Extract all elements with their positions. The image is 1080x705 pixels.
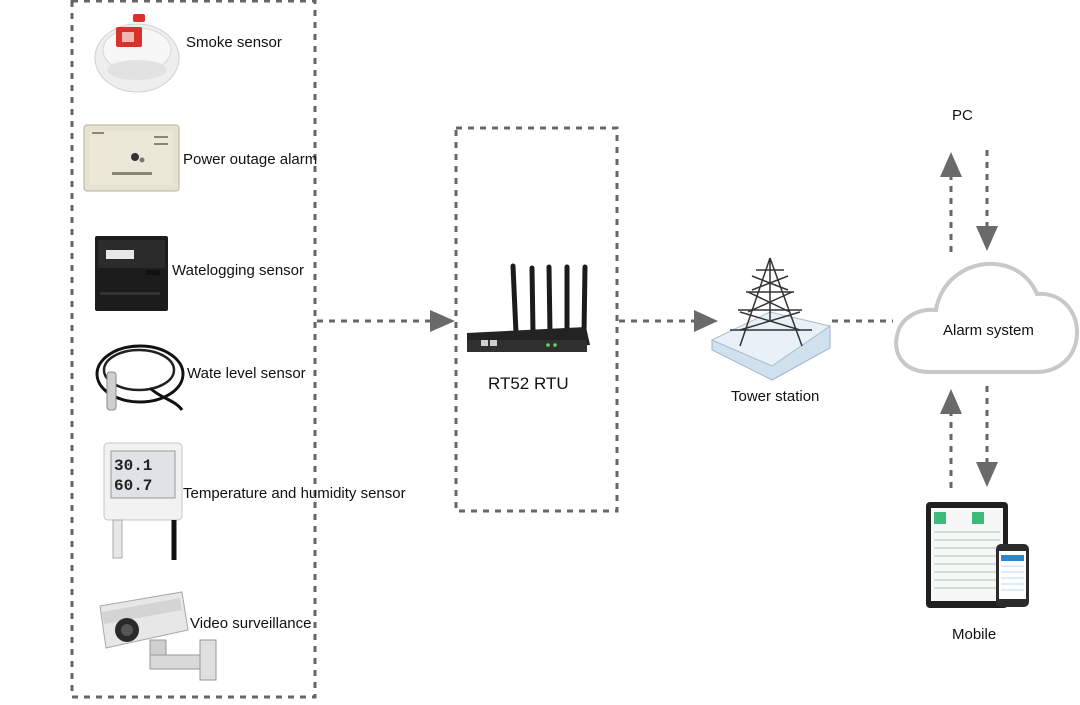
cloud-icon bbox=[894, 261, 1080, 374]
mobile-to-cloud-arrow bbox=[940, 389, 962, 488]
water-level-sensor-icon bbox=[95, 344, 185, 411]
smoke-sensor-icon bbox=[94, 14, 180, 93]
tower-station-label: Tower station bbox=[731, 388, 820, 405]
pc-to-cloud-arrow bbox=[976, 150, 998, 251]
temperature-humidity-sensor-icon: 30.1 60.7 bbox=[103, 442, 183, 560]
water-level-sensor-label: Wate level sensor bbox=[187, 365, 306, 382]
rtu-group-box bbox=[454, 126, 619, 513]
mobile-label: Mobile bbox=[952, 626, 997, 643]
rtu-label: RT52 RTU bbox=[488, 374, 569, 393]
cloud-to-mobile-arrow bbox=[976, 386, 998, 487]
pc-label: PC bbox=[952, 107, 973, 124]
power-outage-alarm-label: Power outage alarm bbox=[183, 151, 318, 168]
sensors-to-rtu-arrow bbox=[317, 310, 455, 332]
tablet-and-phone-icon bbox=[926, 502, 1029, 608]
alarm-system-label: Alarm system bbox=[943, 322, 1034, 339]
video-surveillance-camera-icon bbox=[99, 591, 217, 681]
waterlogging-sensor-label: Watelogging sensor bbox=[172, 262, 305, 279]
router-with-antennas-icon bbox=[467, 263, 590, 352]
rtu-to-tower-arrow bbox=[619, 310, 718, 332]
power-outage-alarm-icon bbox=[83, 124, 180, 192]
transmission-tower-icon bbox=[710, 257, 832, 381]
video-surveillance-label: Video surveillance bbox=[190, 615, 312, 632]
cloud-to-pc-arrow bbox=[940, 152, 962, 252]
temperature-humidity-sensor-label: Temperature and humidity sensor bbox=[183, 485, 406, 502]
sensor-group-box bbox=[70, 0, 317, 699]
svg-text:60.7: 60.7 bbox=[114, 477, 152, 495]
svg-text:30.1: 30.1 bbox=[114, 457, 152, 475]
smoke-sensor-label: Smoke sensor bbox=[186, 34, 282, 51]
waterlogging-sensor-icon bbox=[95, 236, 168, 311]
